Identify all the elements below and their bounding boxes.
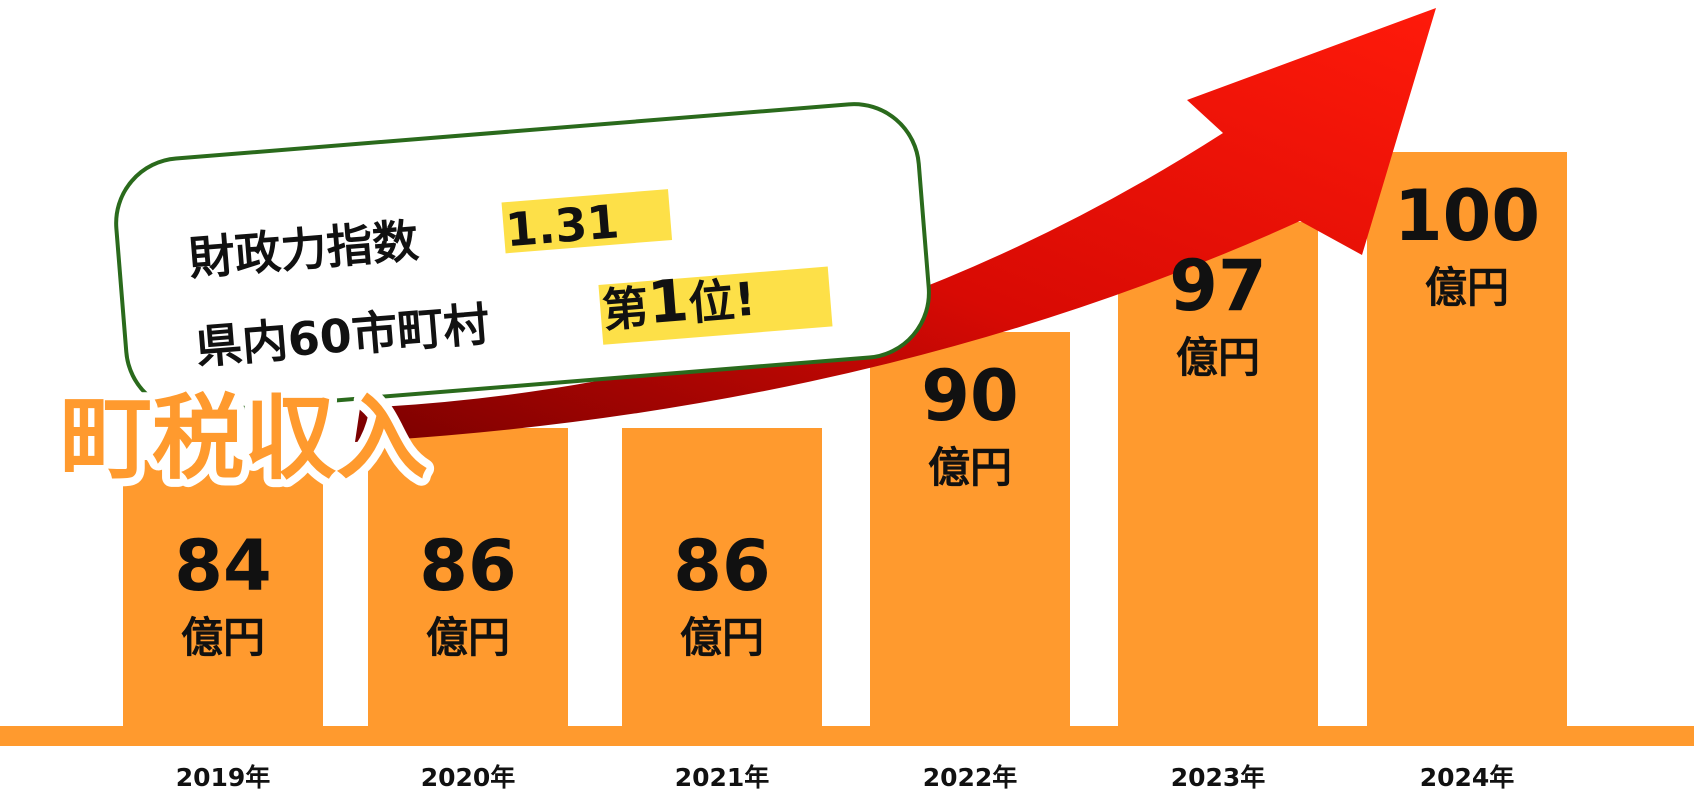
x-tick-label: 2021年 — [675, 763, 770, 792]
x-tick-label: 2023年 — [1171, 763, 1266, 792]
rank-highlight — [598, 266, 833, 345]
x-tick-label: 2024年 — [1420, 763, 1515, 792]
chart-title: 町税収入 — [60, 385, 428, 492]
bar-2020年 — [368, 428, 568, 726]
x-tick-label: 2020年 — [421, 763, 516, 792]
financial-index-value: 1.31 — [504, 194, 621, 257]
x-tick-label: 2022年 — [923, 763, 1018, 792]
rank-text: 第1位! — [599, 261, 757, 341]
bar-2022年 — [870, 332, 1070, 726]
bar-2019年 — [123, 460, 323, 726]
bar-2023年 — [1118, 222, 1318, 726]
bar-2024年 — [1367, 152, 1567, 726]
bar-unit-label: 億円 — [928, 443, 1012, 492]
rank-prefix: 第 — [600, 280, 650, 338]
callout-bubble: 財政力指数 1.31 県内60市町村 第1位! — [114, 102, 931, 414]
bar-unit-label: 億円 — [1425, 263, 1509, 312]
bar-value-label: 97 — [1169, 245, 1266, 327]
trend-arrow — [355, 8, 1436, 442]
rank-number: 1 — [645, 266, 691, 337]
bar-value-label: 90 — [921, 355, 1018, 437]
x-tick-label: 2019年 — [176, 763, 271, 792]
chart-baseline — [0, 726, 1694, 746]
rank-suffix: 位! — [686, 272, 757, 331]
bar-value-label: 84 — [174, 525, 271, 607]
bar-unit-label: 億円 — [181, 613, 265, 662]
index-highlight — [501, 189, 673, 254]
bar-unit-label: 億円 — [1176, 333, 1260, 382]
bar-value-label: 86 — [419, 525, 516, 607]
bar-unit-label: 億円 — [680, 613, 764, 662]
bar-value-label: 86 — [673, 525, 770, 607]
bar-value-label: 100 — [1394, 175, 1540, 257]
bar-2021年 — [622, 428, 822, 726]
labels-layer: 84 億円 2019年 86 億円 2020年 86 億円 2021年 90 億円 2022年 97 億円… — [174, 175, 1540, 792]
bars-layer — [123, 152, 1567, 726]
bar-unit-label: 億円 — [426, 613, 510, 662]
